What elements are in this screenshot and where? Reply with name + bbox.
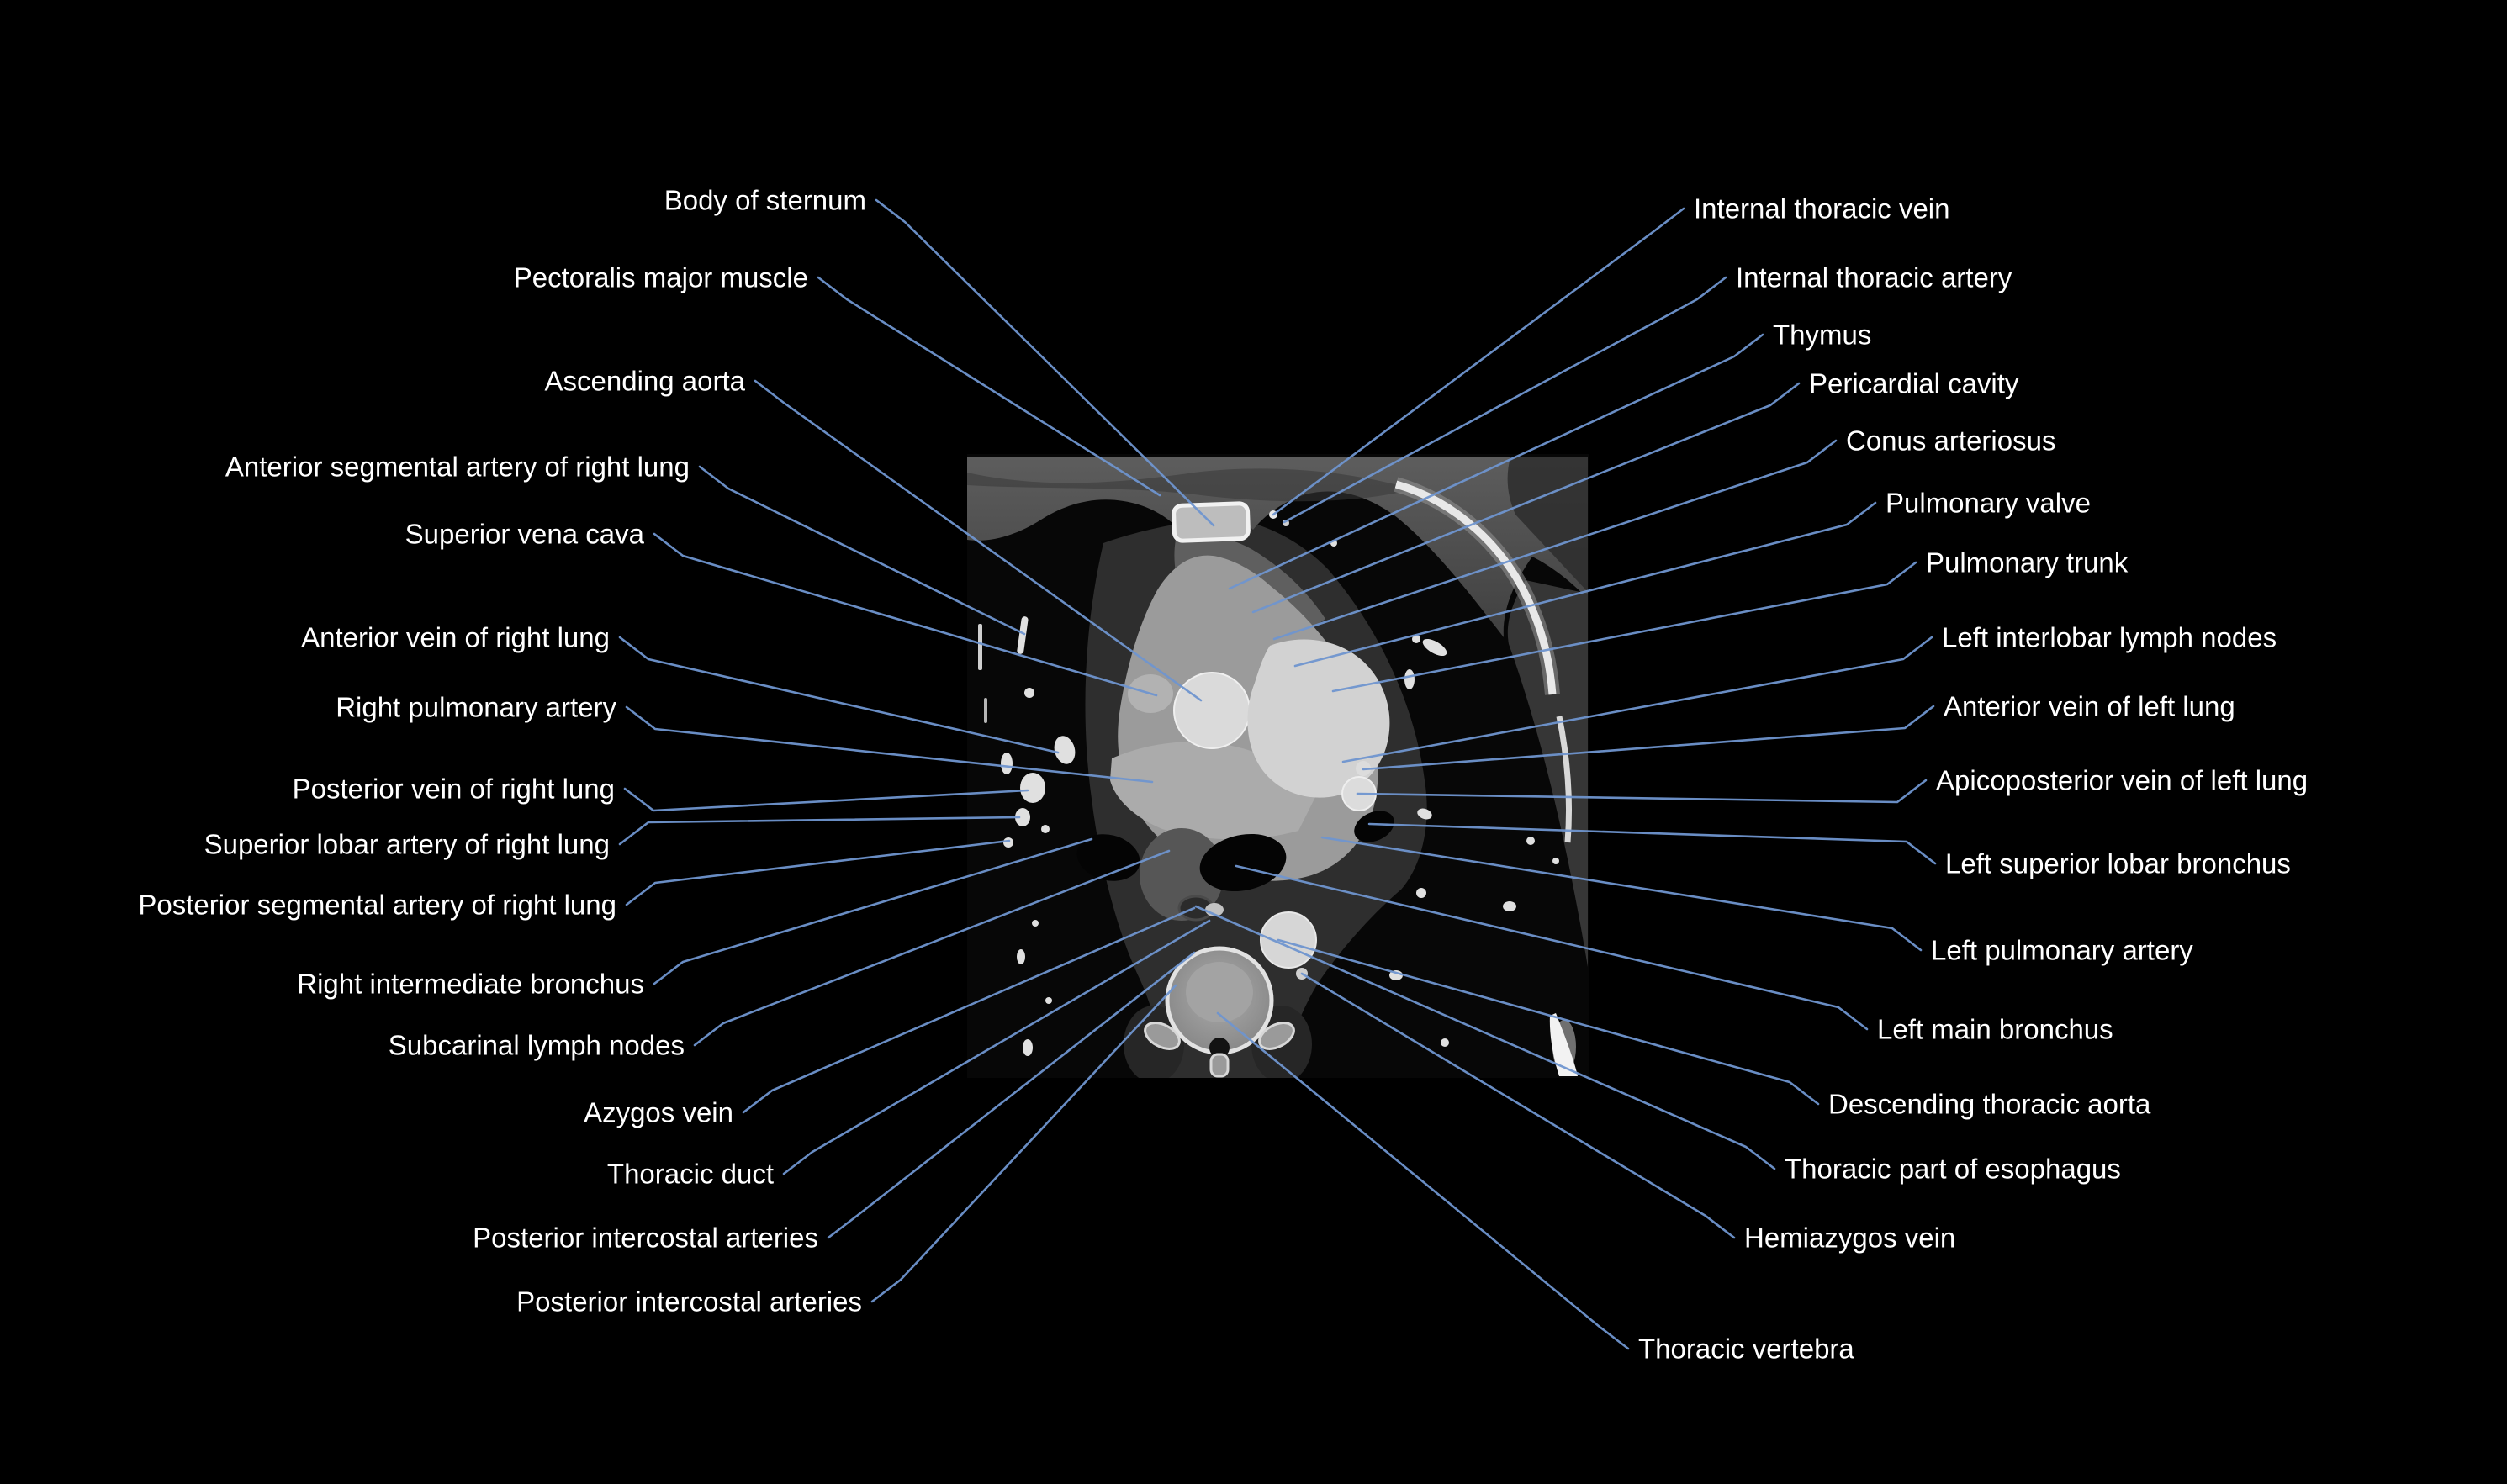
label-anterior-vein-of-left-lung: Anterior vein of left lung: [1944, 691, 2235, 722]
label-pectoralis-major-muscle: Pectoralis major muscle: [514, 262, 808, 293]
leader-line-left-main-bronchus: [1235, 864, 1869, 1031]
leader-line-hemiazygos-vein: [1300, 972, 1736, 1239]
label-pulmonary-trunk: Pulmonary trunk: [1926, 547, 2129, 578]
leader-line-right-pulmonary-artery: [625, 705, 1154, 784]
label-thymus: Thymus: [1773, 320, 1871, 351]
label-pulmonary-valve: Pulmonary valve: [1886, 488, 2091, 519]
ct-left-lung-vessels: [1330, 540, 1559, 1047]
ct-pulmonary-trunk: [1247, 639, 1390, 798]
leader-line-right-intermediate-bronchus: [653, 837, 1093, 985]
ct-descending-aorta: [1260, 911, 1317, 969]
label-descending-thoracic-aorta: Descending thoracic aorta: [1828, 1089, 2151, 1120]
label-left-main-bronchus: Left main bronchus: [1877, 1014, 2113, 1045]
label-pericardial-cavity: Pericardial cavity: [1809, 368, 2019, 399]
label-left-superior-lobar-bronchus: Left superior lobar bronchus: [1945, 848, 2291, 879]
label-anterior-segmental-artery-of-right-lung: Anterior segmental artery of right lung: [225, 452, 690, 483]
leader-line-subcarinal-lymph-nodes: [693, 849, 1171, 1047]
leader-line-left-superior-lobar-bronchus: [1367, 822, 1937, 865]
leader-line-thymus: [1228, 333, 1764, 590]
leader-line-superior-vena-cava: [653, 532, 1158, 697]
leader-line-ascending-aorta: [754, 379, 1203, 702]
label-right-pulmonary-artery: Right pulmonary artery: [336, 692, 616, 723]
leader-line-superior-lobar-artery-of-right-lung: [618, 816, 1021, 846]
leader-line-anterior-vein-of-right-lung: [618, 636, 1060, 754]
leader-line-posterior-segmental-artery-of-right-lung: [625, 839, 1011, 906]
ct-lateral-wall: [1507, 580, 1588, 967]
label-posterior-intercostal-arteries-15: Posterior intercostal arteries: [473, 1223, 818, 1254]
label-subcarinal-lymph-nodes: Subcarinal lymph nodes: [389, 1030, 685, 1061]
label-anterior-vein-of-right-lung: Anterior vein of right lung: [301, 622, 610, 653]
label-left-pulmonary-artery: Left pulmonary artery: [1931, 935, 2193, 966]
ct-rib-arc-bright: [1394, 480, 1557, 695]
leader-line-apicoposterior-vein-of-left-lung: [1356, 779, 1928, 804]
leader-line-pulmonary-valve: [1293, 501, 1877, 668]
ct-left-main-bronchus: [1199, 833, 1287, 892]
ct-shoulder-texture: [1507, 457, 1588, 592]
label-hemiazygos-vein: Hemiazygos vein: [1744, 1223, 1955, 1254]
label-posterior-vein-of-right-lung: Posterior vein of right lung: [293, 774, 615, 805]
leader-line-thoracic-vertebra: [1216, 1011, 1630, 1350]
ct-thoracic-vertebra: [1144, 946, 1295, 1078]
leader-line-pulmonary-trunk: [1331, 561, 1917, 693]
label-thoracic-part-of-esophagus: Thoracic part of esophagus: [1785, 1154, 2121, 1185]
leader-line-left-pulmonary-artery: [1320, 836, 1923, 952]
leader-line-posterior-vein-of-right-lung: [623, 787, 1029, 812]
label-body-of-sternum: Body of sternum: [664, 185, 866, 216]
label-left-interlobar-lymph-nodes: Left interlobar lymph nodes: [1942, 622, 2277, 653]
ct-right-hilar-vessels: [978, 616, 1076, 1056]
label-ascending-aorta: Ascending aorta: [545, 366, 746, 397]
label-thoracic-duct: Thoracic duct: [607, 1159, 774, 1190]
leader-line-thoracic-part-of-esophagus: [1194, 905, 1776, 1170]
leader-line-internal-thoracic-vein: [1272, 207, 1685, 516]
leader-line-thoracic-duct: [782, 919, 1211, 1175]
label-superior-lobar-artery-of-right-lung: Superior lobar artery of right lung: [204, 829, 610, 860]
ct-rib-lower: [1556, 716, 1573, 843]
leader-line-anterior-segmental-artery-of-right-lung: [698, 465, 1026, 636]
label-posterior-intercostal-arteries-16: Posterior intercostal arteries: [516, 1286, 862, 1318]
ct-left-superior-lobar-bronchus: [1354, 811, 1394, 842]
ct-axial-thorax-image: [967, 454, 1589, 1078]
leader-line-left-interlobar-lymph-nodes: [1341, 636, 1933, 763]
ct-ascending-aorta: [1173, 672, 1251, 749]
leader-line-pectoralis-major-muscle: [817, 276, 1161, 497]
leader-line-posterior-intercostal-arteries-15: [827, 951, 1196, 1239]
leader-line-anterior-vein-of-left-lung: [1362, 705, 1935, 771]
label-right-intermediate-bronchus: Right intermediate bronchus: [297, 969, 644, 1000]
label-conus-arteriosus: Conus arteriosus: [1846, 425, 2055, 457]
leader-line-conus-arteriosus: [1272, 439, 1838, 641]
label-thoracic-vertebra: Thoracic vertebra: [1638, 1333, 1854, 1365]
leader-line-descending-thoracic-aorta: [1277, 938, 1820, 1106]
leader-line-azygos-vein: [742, 906, 1196, 1114]
label-azygos-vein: Azygos vein: [584, 1097, 733, 1128]
ct-scapula-streak: [1549, 1013, 1578, 1076]
label-posterior-segmental-artery-of-right-lung: Posterior segmental artery of right lung: [138, 890, 616, 921]
label-superior-vena-cava: Superior vena cava: [405, 519, 645, 550]
label-internal-thoracic-vein: Internal thoracic vein: [1694, 193, 1950, 224]
leader-line-internal-thoracic-artery: [1283, 276, 1727, 524]
leader-line-pericardial-cavity: [1251, 382, 1801, 614]
leader-line-body-of-sternum: [875, 198, 1215, 527]
leader-line-posterior-intercostal-arteries-16: [870, 984, 1177, 1303]
label-apicoposterior-vein-of-left-lung: Apicoposterior vein of left lung: [1936, 765, 2308, 796]
label-internal-thoracic-artery: Internal thoracic artery: [1736, 262, 2012, 293]
